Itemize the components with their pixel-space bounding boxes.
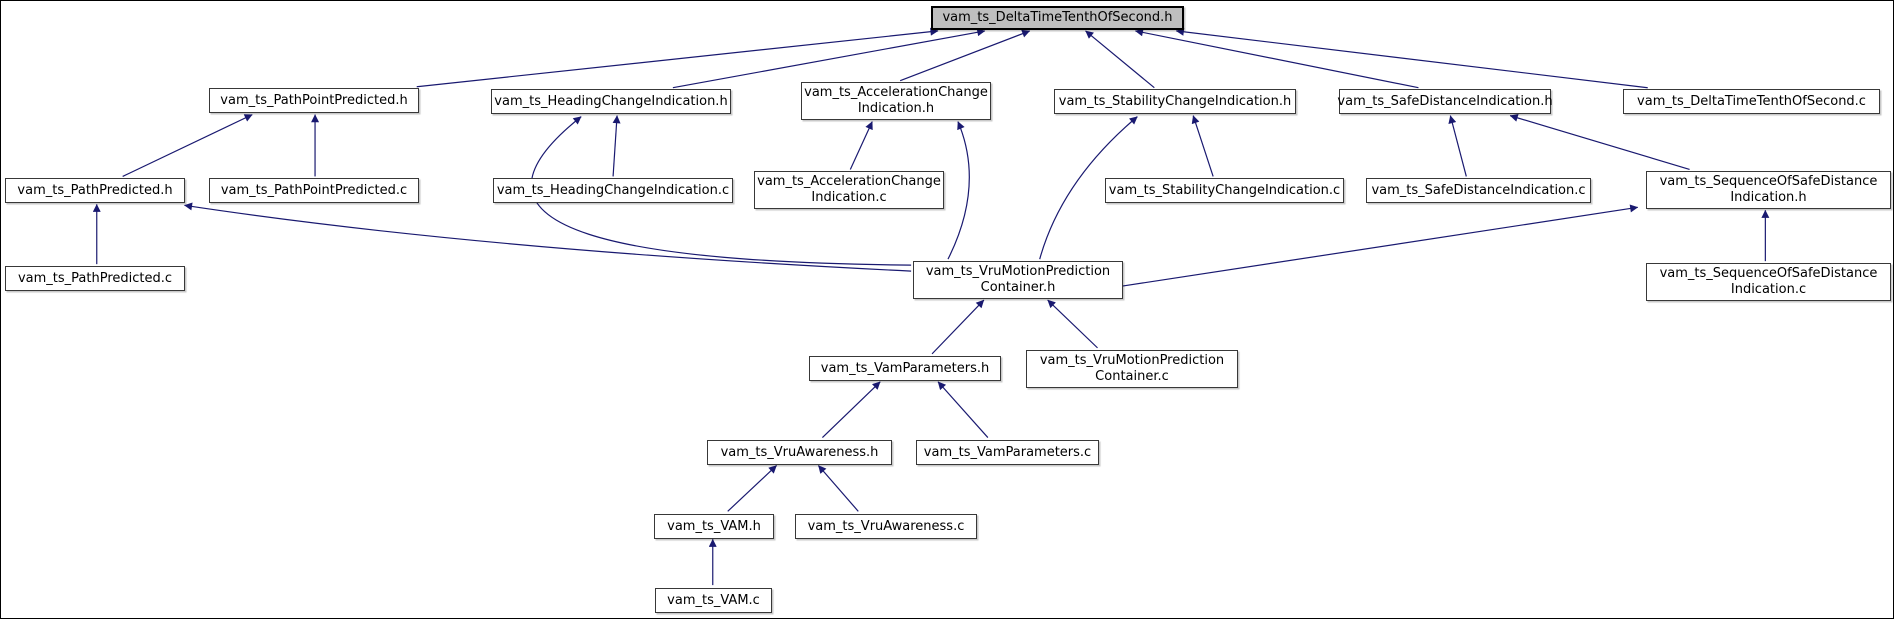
- graph-node-delta-time-tenth-of-second-h: vam_ts_DeltaTimeTenthOfSecond.h: [931, 6, 1184, 30]
- graph-node-vam-parameters-h[interactable]: vam_ts_VamParameters.h: [809, 356, 1001, 381]
- edge-stability-change-indication-c--to--stability-change-indication-h: [1191, 115, 1214, 177]
- graph-node-vru-awareness-h[interactable]: vam_ts_VruAwareness.h: [707, 440, 892, 465]
- edges-group: [92, 27, 1770, 586]
- edge-vru-motion-prediction-container-h--to--acceleration-change-indication-h: [947, 121, 970, 260]
- graph-node-vru-motion-prediction-container-c[interactable]: vam_ts_VruMotionPrediction Container.c: [1026, 350, 1238, 388]
- graph-node-stability-change-indication-h[interactable]: vam_ts_StabilityChangeIndication.h: [1054, 89, 1296, 114]
- graph-node-vam-c[interactable]: vam_ts_VAM.c: [655, 588, 772, 613]
- edge-heading-change-indication-c--to--heading-change-indication-h: [612, 115, 621, 177]
- graph-node-path-point-predicted-h[interactable]: vam_ts_PathPointPredicted.h: [209, 88, 419, 113]
- edge-vru-motion-prediction-container-c--to--vru-motion-prediction-container-h: [1047, 299, 1098, 349]
- edge-vam-h--to--vru-awareness-h: [727, 465, 777, 512]
- edge-vru-motion-prediction-container-h--to--heading-change-indication-h: [530, 116, 912, 266]
- edge-vru-motion-prediction-container-h--to--path-predicted-h: [184, 202, 912, 272]
- edge-acceleration-change-indication-h--to--delta-time-tenth-of-second-h: [899, 29, 1031, 82]
- edge-vam-parameters-h--to--vru-motion-prediction-container-h: [931, 299, 985, 355]
- edge-vru-awareness-h--to--vam-parameters-h: [821, 381, 881, 439]
- graph-node-vru-motion-prediction-container-h[interactable]: vam_ts_VruMotionPrediction Container.h: [913, 261, 1123, 299]
- graph-node-safe-distance-indication-h[interactable]: vam_ts_SafeDistanceIndication.h: [1337, 89, 1553, 114]
- edge-path-point-predicted-h--to--delta-time-tenth-of-second-h: [416, 27, 939, 88]
- graph-node-vam-h[interactable]: vam_ts_VAM.h: [654, 514, 774, 539]
- graph-node-heading-change-indication-c[interactable]: vam_ts_HeadingChangeIndication.c: [493, 178, 733, 203]
- graph-node-sequence-of-safe-distance-indication-c[interactable]: vam_ts_SequenceOfSafeDistance Indication…: [1646, 263, 1891, 301]
- graph-node-delta-time-tenth-of-second-c[interactable]: vam_ts_DeltaTimeTenthOfSecond.c: [1623, 89, 1880, 114]
- edge-heading-change-indication-h--to--delta-time-tenth-of-second-h: [672, 28, 986, 89]
- edge-safe-distance-indication-c--to--safe-distance-indication-h: [1448, 115, 1467, 177]
- edge-safe-distance-indication-h--to--delta-time-tenth-of-second-h: [1134, 28, 1419, 89]
- edge-sequence-of-safe-distance-indication-h--to--safe-distance-indication-h: [1509, 113, 1690, 171]
- graph-node-stability-change-indication-c[interactable]: vam_ts_StabilityChangeIndication.c: [1105, 178, 1344, 203]
- edge-vru-motion-prediction-container-h--to--sequence-of-safe-distance-indication-h: [1122, 204, 1639, 287]
- edge-vru-awareness-c--to--vru-awareness-h: [817, 465, 859, 512]
- graph-node-safe-distance-indication-c[interactable]: vam_ts_SafeDistanceIndication.c: [1366, 178, 1591, 203]
- graph-node-path-predicted-h[interactable]: vam_ts_PathPredicted.h: [5, 178, 185, 203]
- edge-delta-time-tenth-of-second-c--to--delta-time-tenth-of-second-h: [1175, 27, 1648, 89]
- graph-node-path-point-predicted-c[interactable]: vam_ts_PathPointPredicted.c: [209, 178, 419, 203]
- graph-node-heading-change-indication-h[interactable]: vam_ts_HeadingChangeIndication.h: [491, 89, 731, 114]
- graph-node-acceleration-change-indication-h[interactable]: vam_ts_AccelerationChange Indication.h: [801, 82, 991, 120]
- graph-node-acceleration-change-indication-c[interactable]: vam_ts_AccelerationChange Indication.c: [754, 171, 944, 209]
- edge-stability-change-indication-h--to--delta-time-tenth-of-second-h: [1085, 30, 1155, 89]
- graph-node-path-predicted-c[interactable]: vam_ts_PathPredicted.c: [5, 266, 185, 291]
- graph-node-sequence-of-safe-distance-indication-h[interactable]: vam_ts_SequenceOfSafeDistance Indication…: [1646, 171, 1891, 209]
- edge-acceleration-change-indication-c--to--acceleration-change-indication-h: [849, 121, 873, 170]
- graph-node-vam-parameters-c[interactable]: vam_ts_VamParameters.c: [916, 440, 1099, 465]
- graph-node-vru-awareness-c[interactable]: vam_ts_VruAwareness.c: [795, 514, 977, 539]
- edge-vru-motion-prediction-container-h--to--stability-change-indication-h: [1039, 116, 1138, 260]
- edge-path-predicted-h--to--path-point-predicted-h: [122, 114, 253, 177]
- edge-vam-parameters-c--to--vam-parameters-h: [937, 381, 989, 438]
